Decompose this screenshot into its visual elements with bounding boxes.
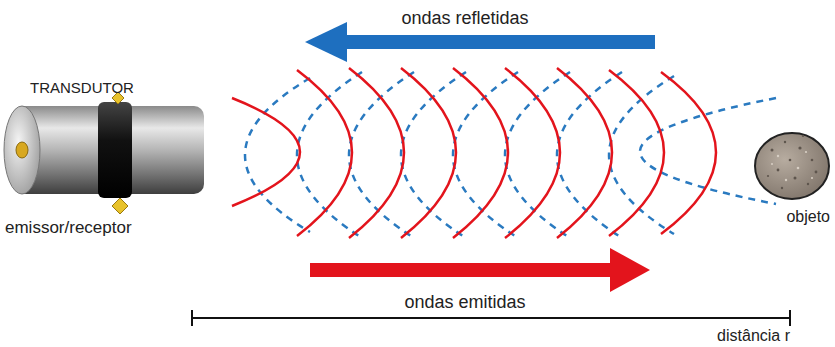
dimension-label: distância r xyxy=(717,326,790,345)
wave-label: ondas emitidas xyxy=(404,292,525,314)
distance-bar xyxy=(192,310,790,326)
part-name: objeto xyxy=(786,207,830,226)
emitted-arrow xyxy=(310,248,650,292)
wave-label: ondas refletidas xyxy=(401,8,528,30)
emitted-waves xyxy=(232,68,716,238)
object-picture xyxy=(755,133,829,199)
part-name: TRANSDUTOR xyxy=(30,79,134,97)
transducer-picture xyxy=(4,92,204,214)
part-name: emissor/receptor xyxy=(5,218,132,238)
